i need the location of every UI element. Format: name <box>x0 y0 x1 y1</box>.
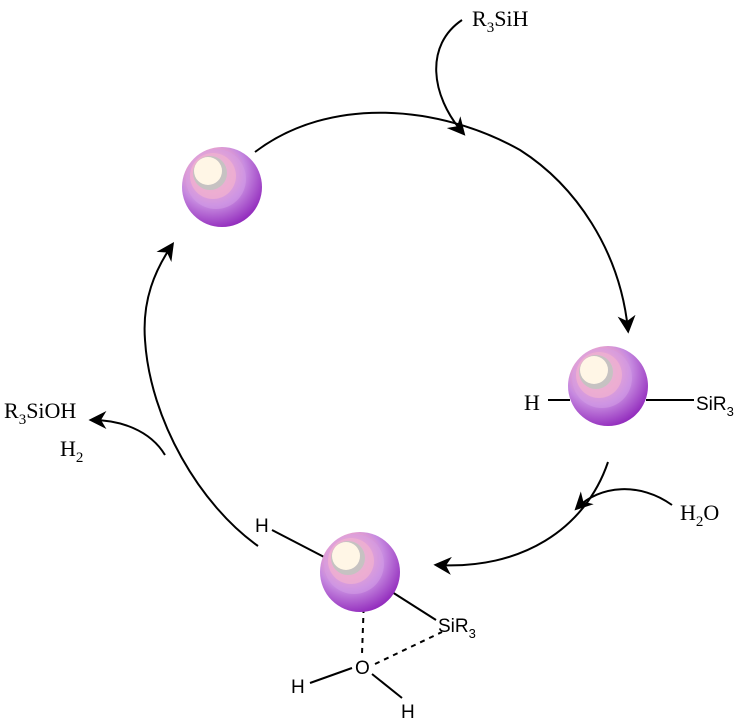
cycle-arc-left <box>143 242 259 547</box>
water-entry-arrow <box>574 488 673 511</box>
h-metal-bond <box>271 529 327 559</box>
o-h-bond-1 <box>309 667 353 684</box>
catalyst-sphere-icon <box>568 346 648 426</box>
intermediate2-hydride: H <box>255 516 269 537</box>
intermediate1-silyl-group: SiR3 <box>696 394 734 419</box>
silane-reagent-label: R3SiH <box>472 6 529 36</box>
o-h-bond-2 <box>371 673 403 699</box>
oxygen-si-interaction <box>374 631 443 665</box>
metal-si-bond <box>391 591 437 621</box>
cycle-arc-bottom-right <box>433 461 609 575</box>
water-hydrogen-1: H <box>291 677 305 698</box>
silane-entry-arrow <box>435 19 466 136</box>
water-hydrogen-2: H <box>401 702 415 720</box>
catalyst-sphere-icon <box>320 532 400 612</box>
catalyst-sphere-icon <box>182 147 262 227</box>
intermediate1-hydride: H <box>524 390 540 415</box>
product-exit-arrow <box>88 411 166 456</box>
silanol-product-label: R3SiOH <box>4 398 76 428</box>
intermediate2-silyl-group: SiR3 <box>438 616 476 641</box>
cycle-arc-top-right <box>254 111 636 334</box>
water-reagent-label: H2O <box>680 500 719 530</box>
hydrogen-product-label: H2 <box>60 436 83 466</box>
water-oxygen: O <box>355 658 370 679</box>
